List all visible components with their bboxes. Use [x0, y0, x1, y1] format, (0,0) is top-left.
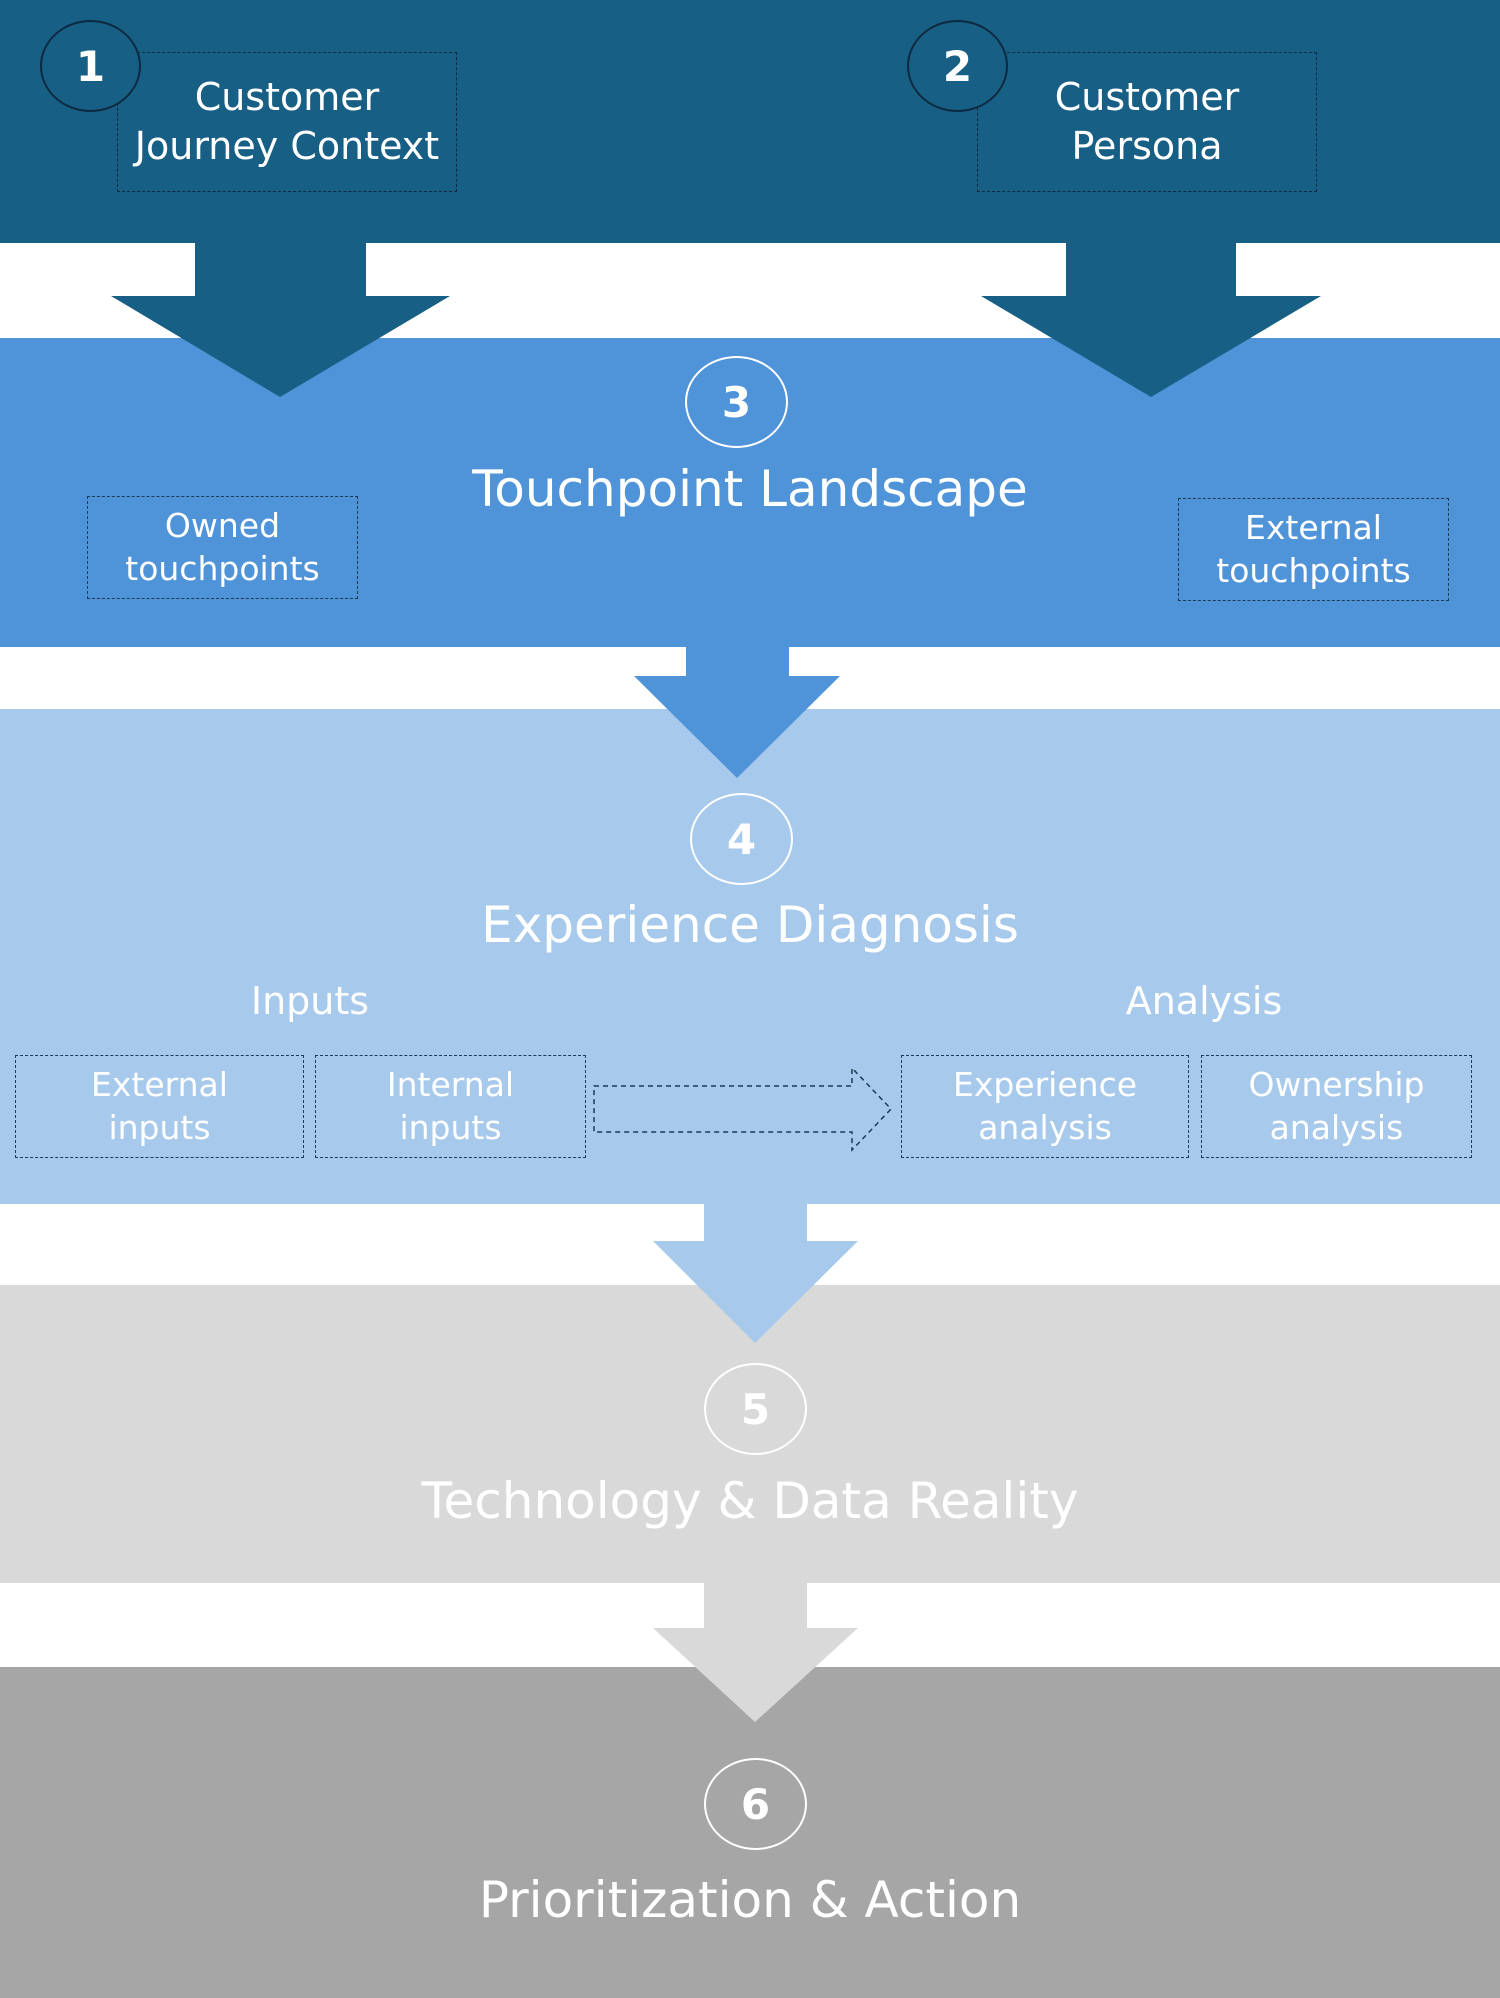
step6-number-badge: 6 [704, 1758, 807, 1850]
step3-number-badge: 3 [685, 356, 788, 448]
customer-persona-box: Customer Persona [977, 52, 1317, 192]
experience-diagnosis-title: Experience Diagnosis [481, 896, 1019, 954]
step2-number-badge: 2 [907, 20, 1008, 112]
owned-touchpoints-box: Owned touchpoints [87, 496, 358, 599]
external-inputs-box: External inputs [15, 1055, 304, 1158]
step5-number-badge: 5 [704, 1363, 807, 1455]
ownership-analysis-box: Ownership analysis [1201, 1055, 1472, 1158]
touchpoint-landscape-title: Touchpoint Landscape [472, 460, 1028, 518]
technology-data-reality-title: Technology & Data Reality [421, 1472, 1079, 1530]
customer-journey-context-box: Customer Journey Context [117, 52, 457, 192]
prioritization-action-title: Prioritization & Action [478, 1871, 1022, 1929]
inputs-heading: Inputs [250, 979, 370, 1023]
internal-inputs-box: Internal inputs [315, 1055, 586, 1158]
band-experience-diagnosis [0, 709, 1500, 1204]
external-touchpoints-box: External touchpoints [1178, 498, 1449, 601]
step1-number-badge: 1 [40, 20, 141, 112]
step4-number-badge: 4 [690, 793, 793, 885]
inputs-to-analysis-arrow [593, 1066, 893, 1152]
band-context-persona [0, 0, 1500, 243]
analysis-heading: Analysis [1125, 979, 1283, 1023]
experience-analysis-box: Experience analysis [901, 1055, 1189, 1158]
